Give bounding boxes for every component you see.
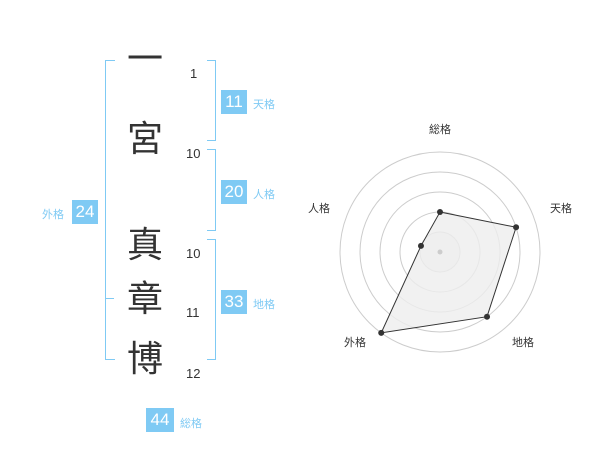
radar-axis-label: 総格 [429, 122, 451, 136]
tenkaku-value: 11 [221, 90, 247, 114]
name-char-4: 章 [126, 279, 163, 320]
radar-point [513, 224, 520, 231]
jinkaku-bracket [207, 149, 216, 231]
name-char-1: 一 [126, 39, 163, 80]
gaikaku-label: 外格 [42, 208, 64, 221]
gaikaku-bracket [105, 60, 115, 360]
radar-point [378, 329, 385, 336]
gaikaku-value: 24 [72, 200, 98, 224]
name-char-2: 宮 [126, 119, 163, 160]
jinkaku-value: 20 [221, 180, 247, 204]
name-char-3: 真 [126, 225, 163, 266]
radar-axis-label: 地格 [512, 335, 534, 349]
radar-point [437, 209, 443, 215]
tenkaku-bracket [207, 60, 216, 141]
radar-axis-label: 外格 [344, 335, 366, 349]
radar-points [378, 209, 520, 336]
name-char-5: 博 [126, 339, 163, 380]
soukaku-value: 44 [146, 408, 174, 432]
gaikaku-bracket-split [105, 298, 114, 299]
radar-area [380, 211, 517, 334]
soukaku-label: 総格 [180, 417, 202, 430]
stroke-count-2: 10 [186, 146, 201, 161]
radar-point [417, 242, 424, 249]
radar-point [484, 313, 491, 320]
radar-axis-label: 天格 [550, 201, 572, 215]
stroke-count-3: 10 [186, 246, 201, 261]
radar-axis-label: 人格 [308, 201, 330, 215]
tenkaku-label: 天格 [253, 98, 275, 111]
chikaku-bracket [207, 239, 216, 360]
radar-center-dot [437, 249, 443, 255]
radar-grid-ring [339, 151, 541, 353]
stroke-count-1: 1 [190, 66, 198, 81]
radar-grid-ring [359, 171, 521, 333]
stroke-count-4: 11 [186, 305, 200, 320]
jinkaku-label: 人格 [253, 188, 275, 201]
stroke-count-5: 12 [186, 366, 201, 381]
chikaku-value: 33 [221, 290, 247, 314]
chikaku-label: 地格 [253, 298, 275, 311]
